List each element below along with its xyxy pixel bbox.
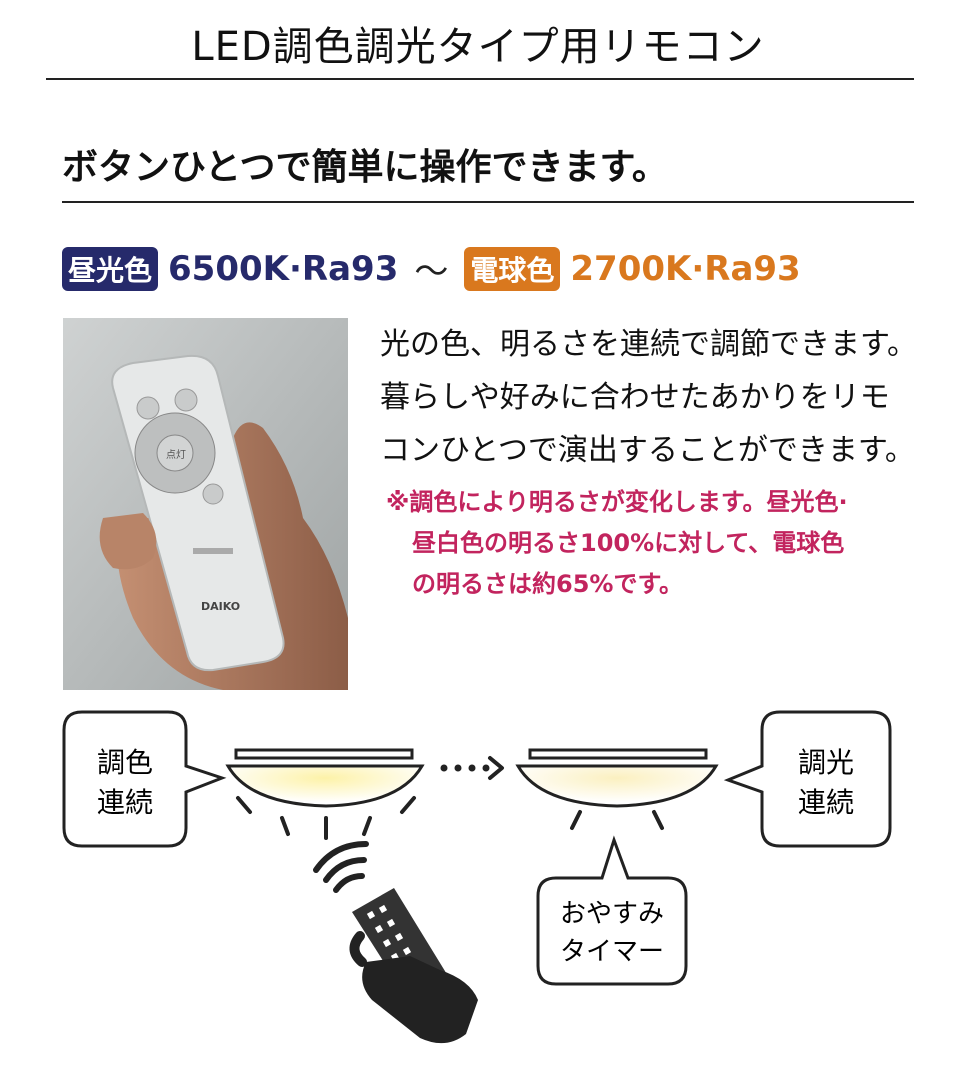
timer-bubble — [536, 835, 688, 986]
subtitle: ボタンひとつで簡単に操作できます。 — [62, 147, 668, 188]
remote-center-label: 点灯 — [166, 449, 186, 461]
bulb-badge: 電球色 — [464, 246, 561, 291]
description-line: コンひとつで演出することができます。 — [380, 433, 915, 468]
note-line: ※調色により明るさが変化します。昼光色· — [386, 488, 848, 516]
left-bubble-line2: 連続 — [97, 786, 153, 819]
note-line: 昼白色の明るさ100%に対して、電球色 — [412, 529, 845, 557]
brightness-note: ※調色により明るさが変化します。昼光色· 昼白色の明るさ100%に対して、電球色… — [386, 482, 926, 605]
ceiling-light-left-icon — [225, 748, 425, 840]
title-divider — [46, 78, 914, 80]
operation-diagram: 調色 連続 調光 連続 おやすみ タイマー — [62, 710, 892, 1044]
bulb-value: 2700K·Ra93 — [570, 248, 801, 289]
note-line: の明るさは約65%です。 — [412, 570, 684, 598]
daylight-value: 6500K·Ra93 — [168, 248, 399, 289]
timer-bubble-line2: タイマー — [560, 937, 664, 967]
right-bubble-line1: 調光 — [798, 746, 854, 779]
remote-brand-label: DAIKO — [201, 600, 240, 613]
right-bubble — [723, 710, 892, 848]
right-bubble-line2: 連続 — [798, 786, 854, 819]
left-bubble — [62, 710, 227, 848]
description-line: 光の色、明るさを連続で調節できます。 — [380, 327, 917, 362]
description-line: 暮らしや好みに合わせたあかりをリモ — [380, 380, 890, 415]
color-temperature-spec: 昼光色 6500K·Ra93 ～ 電球色 2700K·Ra93 — [62, 244, 801, 293]
signal-waves-icon — [313, 841, 369, 893]
hand-remote-icon — [349, 888, 478, 1044]
daylight-badge: 昼光色 — [62, 246, 159, 291]
range-tilde: ～ — [414, 252, 449, 292]
remote-photo: 点灯 DAIKO — [63, 318, 348, 690]
subtitle-divider — [62, 201, 914, 203]
page-title: LED調色調光タイプ用リモコン — [191, 24, 765, 70]
left-bubble-line1: 調色 — [97, 746, 153, 779]
description: 光の色、明るさを連続で調節できます。 暮らしや好みに合わせたあかりをリモ コンひ… — [380, 318, 940, 477]
ceiling-light-right-icon — [515, 748, 719, 830]
transition-arrow-icon — [440, 756, 504, 780]
timer-bubble-line1: おやすみ — [560, 899, 664, 929]
